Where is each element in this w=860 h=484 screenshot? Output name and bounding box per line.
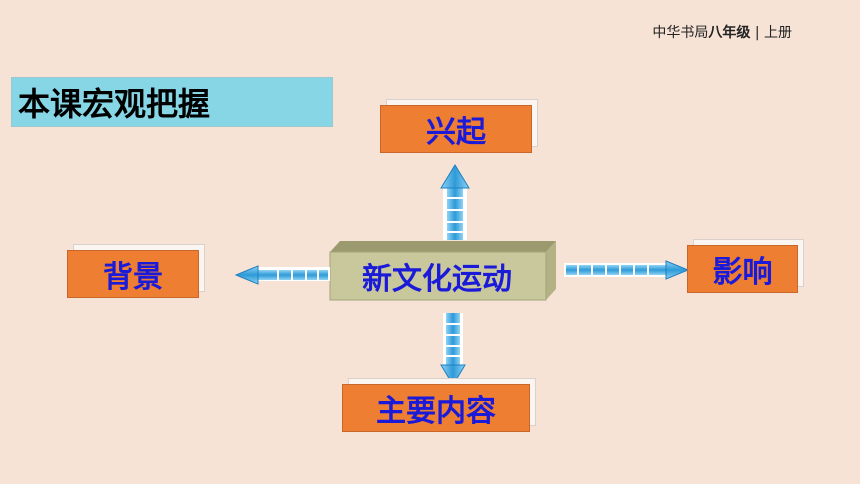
center-box-side-face: [546, 241, 556, 300]
section-title: 本课宏观把握: [11, 77, 333, 127]
node-bottom-label: 主要内容: [342, 384, 530, 432]
arrow-left: [234, 265, 330, 285]
publisher-label: 中华书局: [652, 25, 709, 41]
node-left-label: 背景: [67, 250, 199, 298]
center-box-top-face: [330, 241, 556, 252]
course-header: 中华书局八年级 | 上册: [652, 22, 792, 42]
center-box: [329, 241, 556, 301]
arrow-right: [564, 260, 690, 280]
center-node-label: 新文化运动: [362, 262, 512, 297]
arrow-down: [440, 313, 466, 386]
header-separator: |: [750, 25, 764, 41]
center-box-front-face: [329, 251, 547, 301]
grade-label: 八年级: [708, 25, 751, 41]
arrow-up: [440, 164, 470, 240]
node-right-label: 影响: [687, 245, 798, 293]
node-top-label: 兴起: [380, 105, 532, 153]
volume-label: 上册: [764, 25, 792, 41]
